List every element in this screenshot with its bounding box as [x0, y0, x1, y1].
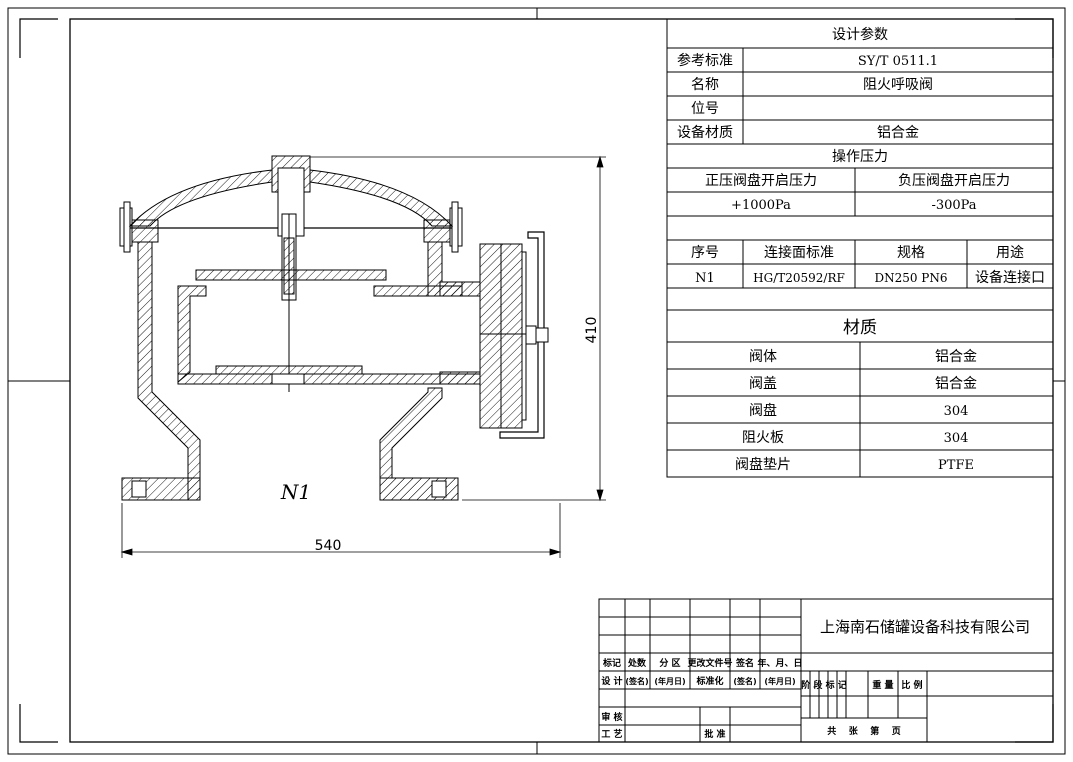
adjust-bolt [525, 325, 537, 345]
param-value-material: 铝合金 [877, 125, 919, 141]
dimension-width [120, 503, 562, 558]
nozzle-n1-label: N1 [280, 480, 311, 504]
inner-seat-plate [195, 269, 387, 281]
param-value-name: 阻火呼吸阀 [863, 77, 933, 93]
pressure-negative-value: -300Pa [931, 198, 976, 213]
stage-header-stage: 阶 段 标 记 [801, 679, 846, 691]
rev-header-count: 处数 [627, 657, 647, 669]
material-value-2: 304 [944, 404, 969, 419]
material-part-1: 阀盖 [749, 376, 777, 392]
param-label-standard: 参考标准 [677, 52, 733, 69]
param-label-material: 设备材质 [677, 124, 733, 141]
nozzle-cell-use: 设备连接口 [975, 269, 1045, 286]
design-row-label: 设 计 [601, 675, 622, 687]
design-params-table [666, 18, 1054, 478]
review-label: 审 核 [601, 711, 622, 723]
valve-disc-lower [215, 365, 363, 375]
flange-bolts [119, 201, 463, 253]
param-label-tag: 位号 [691, 101, 719, 117]
nozzle-header-no: 序号 [691, 245, 719, 261]
rev-header-sign: 签名 [735, 657, 754, 669]
title-block [598, 598, 1054, 743]
design-row-sign: (签名) [625, 676, 648, 686]
sheet-count-text: 共 张 第 页 [827, 725, 901, 737]
design-row-date: (年月日) [654, 676, 685, 686]
rev-header-zone: 分 区 [659, 657, 680, 669]
pressure-negative-label: 负压阀盘开启压力 [898, 172, 1010, 189]
dimension-height-value: 410 [584, 317, 600, 344]
pressure-title: 操作压力 [832, 149, 888, 165]
stage-header-scale: 比 例 [901, 679, 922, 691]
design-row-sign2: (签名) [733, 676, 756, 686]
material-part-0: 阀体 [749, 349, 777, 365]
design-params-title: 设计参数 [832, 26, 888, 43]
param-value-standard: SY/T 0511.1 [858, 54, 938, 69]
rev-header-docno: 更改文件号 [687, 657, 732, 669]
valve-section-drawing [119, 155, 549, 501]
material-value-3: 304 [944, 431, 969, 446]
approve-label: 批 准 [704, 728, 725, 740]
nozzle-header-spec: 规格 [897, 245, 925, 261]
process-label: 工 艺 [601, 728, 622, 740]
dimension-height [310, 155, 606, 502]
stage-header-weight: 重 量 [872, 679, 893, 691]
material-part-3: 阻火板 [742, 430, 784, 446]
pressure-positive-label: 正压阀盘开启压力 [705, 172, 817, 189]
material-value-1: 铝合金 [935, 376, 977, 392]
side-nozzle [439, 281, 481, 297]
company-name: 上海南石储罐设备科技有限公司 [820, 618, 1030, 636]
nozzle-cell-no: N1 [695, 271, 715, 286]
material-part-4: 阀盘垫片 [735, 456, 791, 473]
rev-header-date: 年、月、日 [757, 657, 802, 669]
dimension-width-value: 540 [315, 538, 342, 554]
inner-chamber-wall [177, 285, 207, 384]
material-value-4: PTFE [938, 458, 974, 473]
nozzle-header-standard: 连接面标准 [764, 244, 834, 261]
rain-guard [499, 231, 545, 439]
nozzle-header-use: 用途 [996, 244, 1024, 261]
rev-header-mark: 标记 [602, 657, 621, 669]
param-label-name: 名称 [691, 77, 719, 93]
nozzle-cell-standard: HG/T20592/RF [753, 271, 845, 285]
materials-title: 材质 [843, 318, 877, 338]
design-row-std: 标准化 [695, 675, 723, 687]
nozzle-cell-spec: DN250 PN6 [874, 271, 947, 285]
design-row-date2: (年月日) [764, 676, 795, 686]
material-part-2: 阀盘 [749, 402, 777, 419]
valve-cover-dome [128, 169, 273, 227]
material-value-0: 铝合金 [935, 349, 977, 365]
pressure-positive-value: +1000Pa [731, 198, 791, 213]
